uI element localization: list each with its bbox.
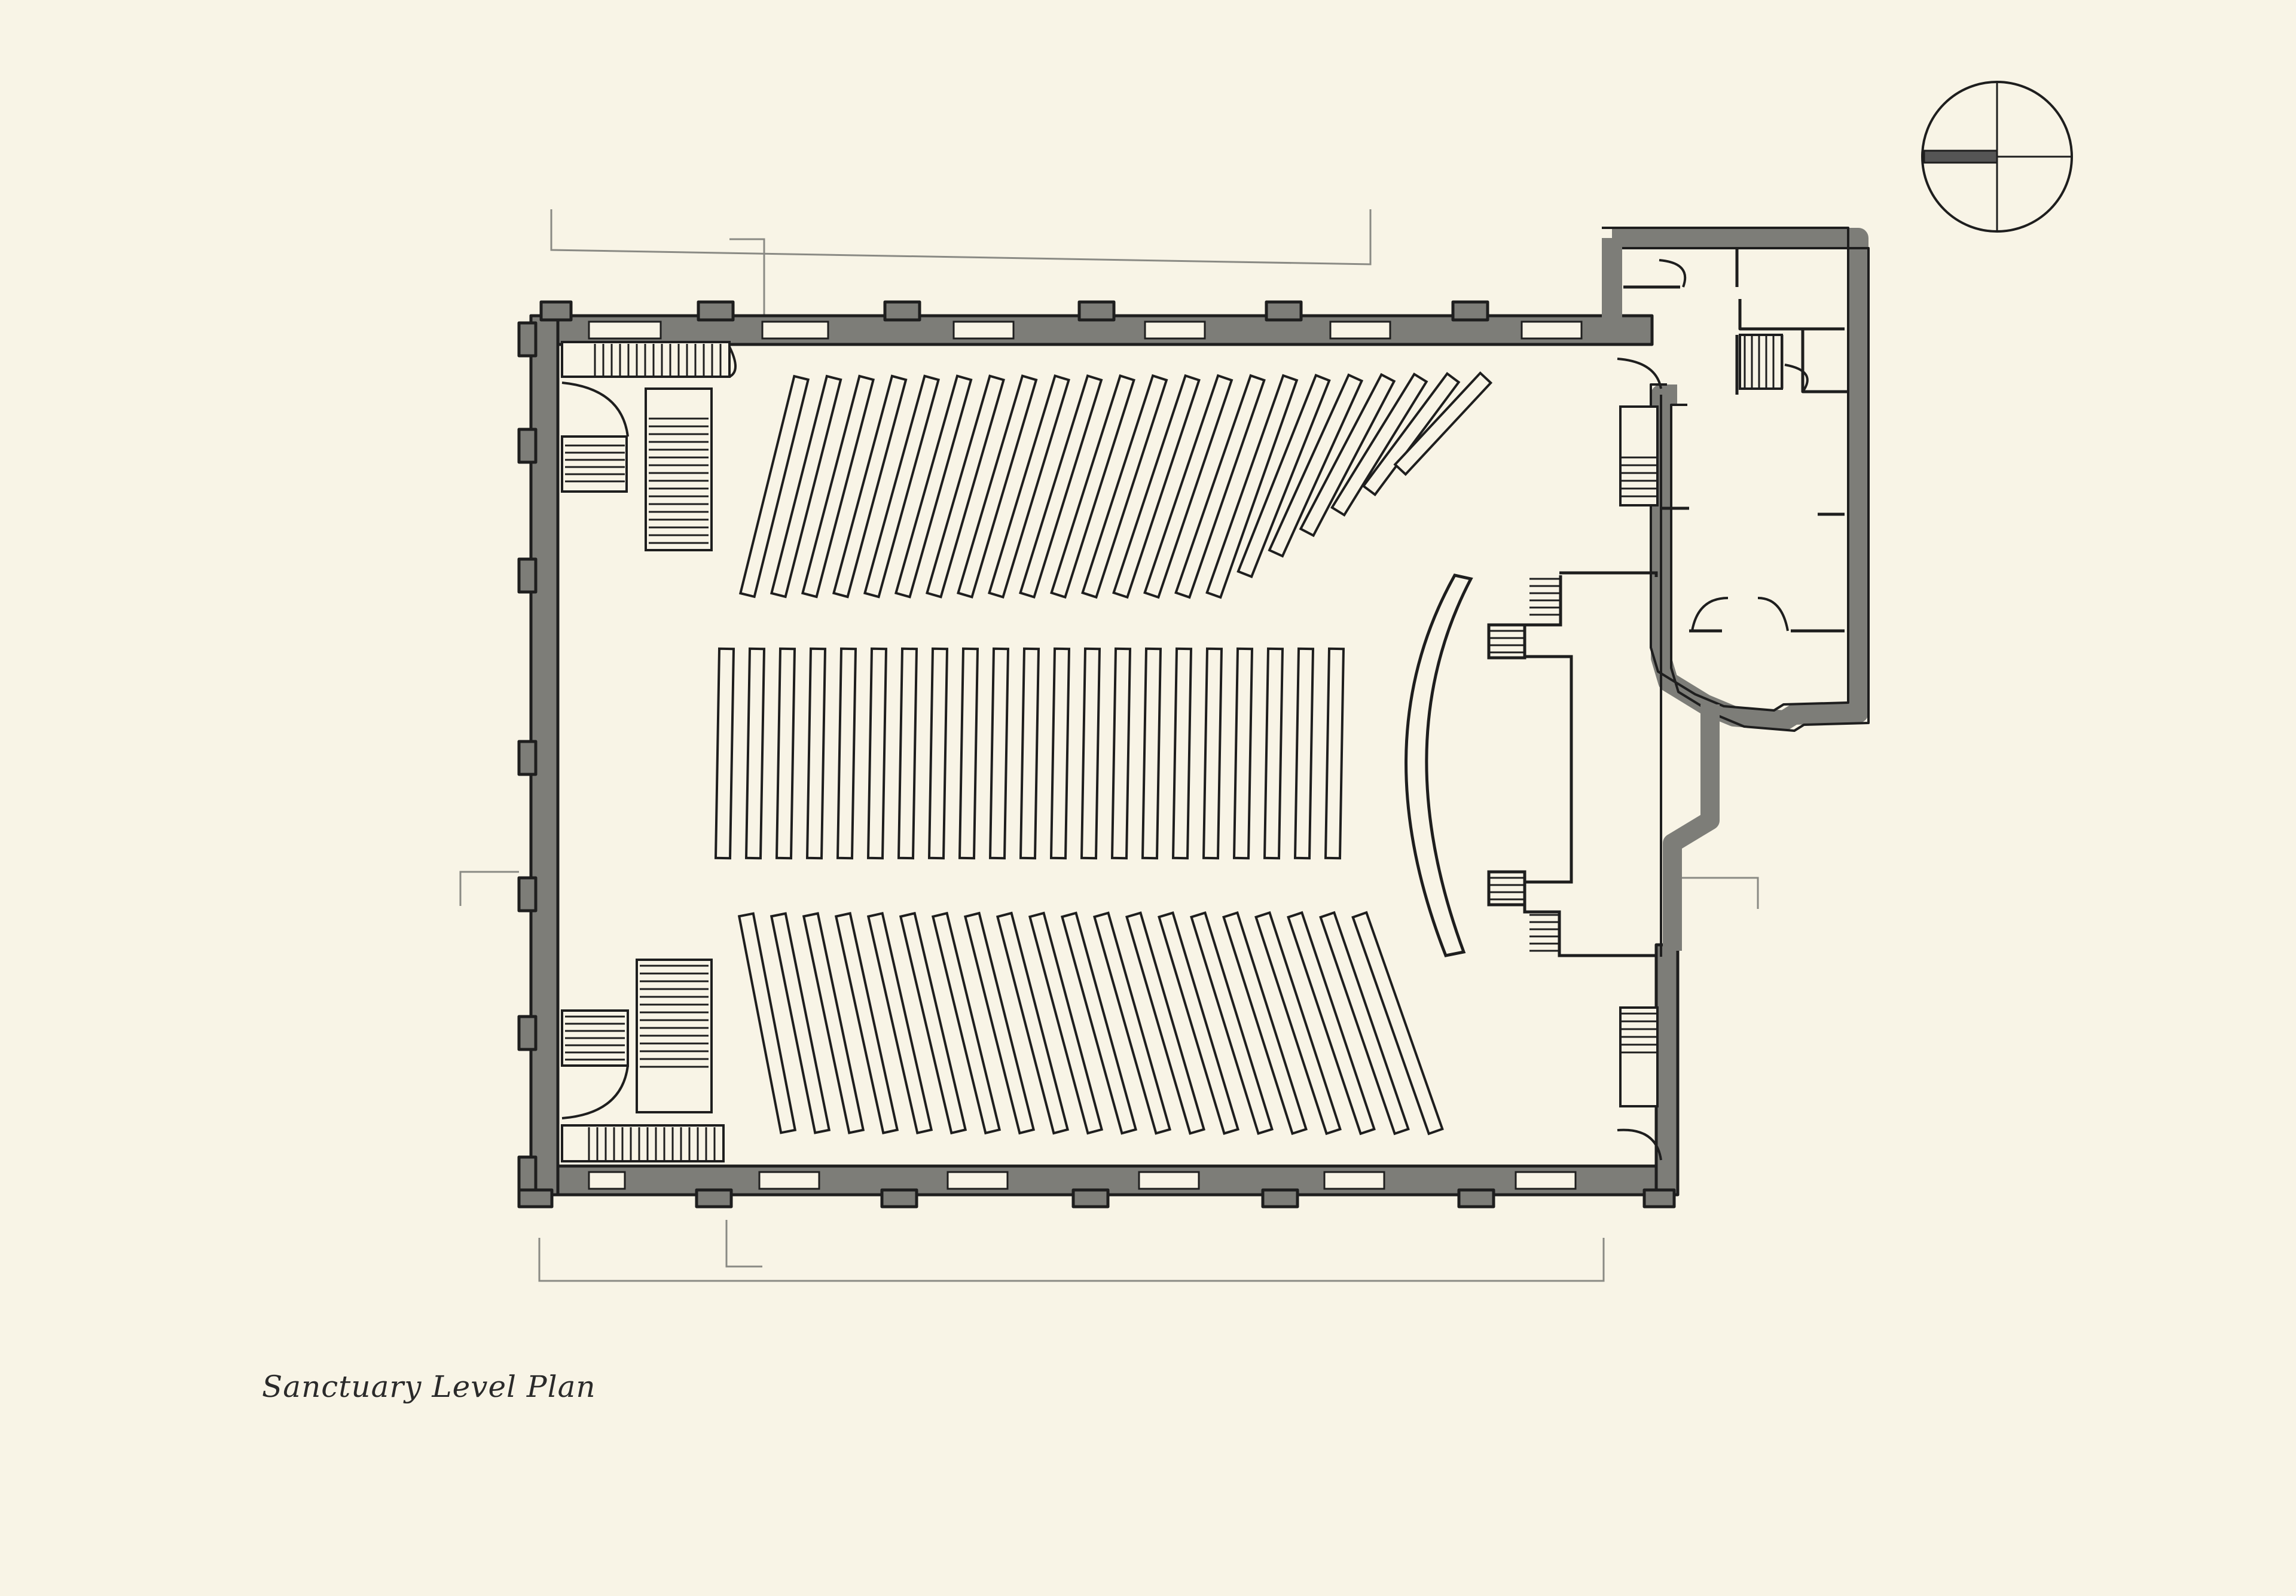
south-pew-10 bbox=[1028, 911, 1104, 1135]
north-pew-22 bbox=[1393, 371, 1493, 477]
south-pew-11 bbox=[1060, 911, 1138, 1135]
center-pew-4 bbox=[805, 647, 827, 860]
north-pew-3 bbox=[801, 374, 875, 599]
center-pew-21 bbox=[1324, 647, 1345, 860]
communion-rail bbox=[1405, 573, 1473, 957]
north-pew-4 bbox=[832, 374, 908, 599]
pews-south-block bbox=[737, 911, 1444, 1136]
north-pew-14 bbox=[1143, 374, 1234, 599]
south-pew-3 bbox=[802, 912, 865, 1134]
annex-stair-treads bbox=[1622, 336, 1775, 1054]
north-pew-8 bbox=[957, 374, 1038, 599]
center-pew-7 bbox=[897, 647, 918, 860]
center-pew-18 bbox=[1232, 647, 1254, 860]
pews-north-block bbox=[738, 371, 1493, 599]
south-pew-4 bbox=[834, 912, 899, 1134]
south-pew-16 bbox=[1222, 911, 1308, 1136]
north-pew-6 bbox=[894, 374, 973, 599]
north-pew-1 bbox=[738, 374, 810, 599]
center-pew-6 bbox=[866, 647, 888, 860]
east-annex-walls bbox=[1602, 227, 1870, 957]
south-pew-6 bbox=[899, 911, 967, 1135]
center-pew-3 bbox=[775, 647, 796, 860]
center-pew-8 bbox=[927, 647, 949, 860]
center-pew-9 bbox=[958, 647, 979, 860]
north-pew-11 bbox=[1050, 374, 1135, 599]
center-pew-16 bbox=[1171, 647, 1193, 860]
south-pew-17 bbox=[1254, 911, 1342, 1136]
center-pew-13 bbox=[1080, 647, 1101, 860]
north-pew-12 bbox=[1081, 374, 1168, 599]
north-pew-15 bbox=[1174, 374, 1266, 599]
north-pew-10 bbox=[1019, 374, 1103, 599]
north-pew-19 bbox=[1299, 373, 1396, 538]
north-pew-16 bbox=[1205, 374, 1299, 599]
south-pew-15 bbox=[1190, 911, 1274, 1136]
north-pew-13 bbox=[1112, 374, 1201, 599]
south-pew-18 bbox=[1287, 911, 1376, 1136]
south-pew-20 bbox=[1351, 911, 1444, 1136]
south-pew-8 bbox=[963, 911, 1036, 1135]
compass-rose-icon bbox=[1921, 81, 2073, 233]
south-pew-5 bbox=[866, 911, 933, 1135]
pews-center-block bbox=[714, 647, 1345, 860]
center-pew-20 bbox=[1293, 647, 1315, 860]
windows bbox=[588, 321, 1583, 1190]
north-pew-18 bbox=[1268, 373, 1364, 558]
center-pew-1 bbox=[714, 647, 735, 860]
south-pew-9 bbox=[996, 911, 1070, 1135]
south-pew-2 bbox=[770, 912, 831, 1134]
chancel-platform bbox=[1487, 571, 1658, 957]
south-pew-1 bbox=[737, 912, 797, 1134]
center-pew-14 bbox=[1110, 647, 1132, 860]
center-pew-12 bbox=[1049, 647, 1071, 860]
center-pew-5 bbox=[836, 647, 857, 860]
south-pew-19 bbox=[1319, 911, 1410, 1136]
center-pew-11 bbox=[1019, 647, 1040, 860]
center-pew-10 bbox=[988, 647, 1010, 860]
north-pew-2 bbox=[770, 374, 842, 599]
center-pew-19 bbox=[1263, 647, 1284, 860]
south-pew-12 bbox=[1092, 911, 1172, 1135]
center-pew-2 bbox=[744, 647, 766, 860]
south-pew-14 bbox=[1158, 911, 1239, 1135]
center-pew-15 bbox=[1141, 647, 1162, 860]
north-pew-17 bbox=[1236, 373, 1331, 579]
west-stair-treads bbox=[565, 344, 722, 1160]
north-pew-20 bbox=[1330, 372, 1428, 517]
north-pew-5 bbox=[863, 374, 941, 599]
north-pew-21 bbox=[1361, 372, 1461, 496]
door-swings bbox=[561, 259, 1809, 1161]
south-pew-13 bbox=[1125, 911, 1205, 1135]
guide-lines bbox=[459, 209, 1759, 1282]
drawing-title: Sanctuary Level Plan bbox=[262, 1369, 596, 1404]
center-pew-17 bbox=[1202, 647, 1223, 860]
north-pew-9 bbox=[988, 374, 1070, 599]
south-pew-7 bbox=[931, 911, 1002, 1135]
north-pew-7 bbox=[925, 374, 1006, 599]
